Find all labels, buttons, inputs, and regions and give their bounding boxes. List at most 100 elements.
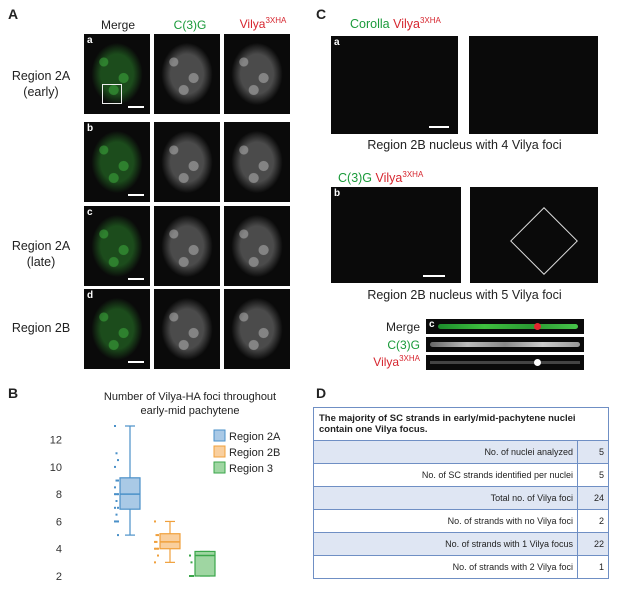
cc-label-c3g: C(3)G <box>387 338 420 352</box>
micrograph-ac-merge: c <box>84 206 150 286</box>
data-point <box>157 554 159 557</box>
legend-swatch <box>213 445 226 458</box>
data-point <box>157 534 159 537</box>
table-cell-value: 1 <box>577 555 609 579</box>
y-tick-label: 12 <box>50 435 62 447</box>
data-point <box>154 547 156 550</box>
data-point <box>114 465 116 468</box>
legend-swatch <box>213 461 226 474</box>
micrograph-ab-c3g <box>154 122 220 202</box>
data-point <box>192 575 194 577</box>
legend-label: Region 2B <box>229 447 280 459</box>
col-header-vilya: Vilya3XHA <box>239 16 287 31</box>
micrograph-ac-c3g <box>154 206 220 286</box>
caption-ca: Region 2B nucleus with 4 Vilya foci <box>367 138 562 152</box>
caption-cb: Region 2B nucleus with 5 Vilya foci <box>367 288 562 302</box>
data-point <box>157 547 159 550</box>
micrograph-aa-vilya <box>224 34 290 114</box>
data-point <box>117 520 119 523</box>
data-point <box>190 575 193 577</box>
micrograph-aa-c3g <box>154 34 220 114</box>
micrograph-aa-merge: a <box>84 34 150 114</box>
micrograph-ab-vilya <box>224 122 290 202</box>
panel-ca-title: Corolla Vilya3XHA <box>350 16 441 32</box>
table-header: The majority of SC strands in early/mid-… <box>313 407 609 441</box>
panel-cb-title: C(3)G Vilya3XHA <box>338 170 424 186</box>
table-cell-label: No. of strands with no Vilya foci <box>313 509 578 533</box>
data-point <box>155 540 158 543</box>
data-point <box>114 493 116 496</box>
box-2 <box>194 550 216 577</box>
data-point <box>114 520 116 523</box>
micrograph-cb-traced <box>470 187 598 283</box>
data-point <box>117 506 119 509</box>
data-point <box>115 520 118 523</box>
data-point <box>115 493 118 496</box>
micrograph-ca-traced <box>469 36 598 134</box>
data-point <box>189 554 191 557</box>
y-tick-label: 4 <box>56 544 62 556</box>
micrograph-ca-merge: a <box>331 36 458 134</box>
data-point <box>117 534 119 537</box>
sub-label-a: a <box>87 35 93 46</box>
col-header-merge: Merge <box>100 18 135 32</box>
micrograph-ab-merge: b <box>84 122 150 202</box>
micrograph-ac-vilya <box>224 206 290 286</box>
vilya-summary-table: The majority of SC strands in early/mid-… <box>313 407 609 579</box>
table-cell-value: 24 <box>577 486 609 510</box>
micrograph-ad-c3g <box>154 289 220 369</box>
panel-b-letter: B <box>8 385 19 401</box>
y-tick-label: 8 <box>56 489 62 501</box>
data-point <box>115 479 118 482</box>
strand-c3g <box>426 337 584 352</box>
data-point <box>114 506 116 509</box>
micrograph-ad-merge: d <box>84 289 150 369</box>
data-point <box>117 459 119 462</box>
table-cell-value: 22 <box>577 532 609 556</box>
data-point <box>154 540 156 543</box>
data-point <box>154 561 156 564</box>
panel-c-letter: C <box>316 6 327 22</box>
strand-merge: c <box>426 319 584 334</box>
panel-d-letter: D <box>316 385 327 401</box>
data-point <box>117 479 119 482</box>
data-point <box>190 561 193 564</box>
cc-label-vilya: Vilya3XHA <box>373 354 420 369</box>
y-tick-label: 2 <box>56 571 62 583</box>
row-label-2b: Region 2B <box>11 321 71 335</box>
col-header-c3g: C(3)G <box>173 18 207 32</box>
data-point <box>114 486 116 489</box>
micrograph-cb-merge: b <box>331 187 461 283</box>
table-cell-value: 5 <box>577 463 609 487</box>
table-cell-label: No. of strands with 1 Vilya focus <box>313 532 578 556</box>
chart-title: Number of Vilya-HA foci throughout early… <box>103 391 277 417</box>
data-point <box>115 513 118 516</box>
sub-label-b: b <box>87 123 94 134</box>
table-cell-value: 5 <box>577 440 609 464</box>
table-cell-label: No. of SC strands identified per nuclei <box>313 463 578 487</box>
data-point <box>189 575 191 577</box>
sub-label-c: c <box>87 207 93 218</box>
micrograph-ad-vilya <box>224 289 290 369</box>
data-point <box>115 452 118 455</box>
strand-vilya <box>426 355 584 370</box>
data-point <box>154 520 156 523</box>
row-label-2a-late: Region 2A(late) <box>11 239 71 269</box>
cc-label-merge: Merge <box>385 320 420 334</box>
y-tick-label: 6 <box>56 516 62 528</box>
table-cell-value: 2 <box>577 509 609 533</box>
row-label-2a-early: Region 2A(early) <box>11 69 71 99</box>
table-cell-label: No. of nuclei analyzed <box>313 440 578 464</box>
legend-swatch <box>213 429 226 442</box>
legend-label: Region 3 <box>229 463 273 475</box>
data-point <box>115 500 118 502</box>
panel-a-letter: A <box>8 6 19 22</box>
sub-label-d: d <box>87 290 94 301</box>
data-point <box>155 547 158 550</box>
